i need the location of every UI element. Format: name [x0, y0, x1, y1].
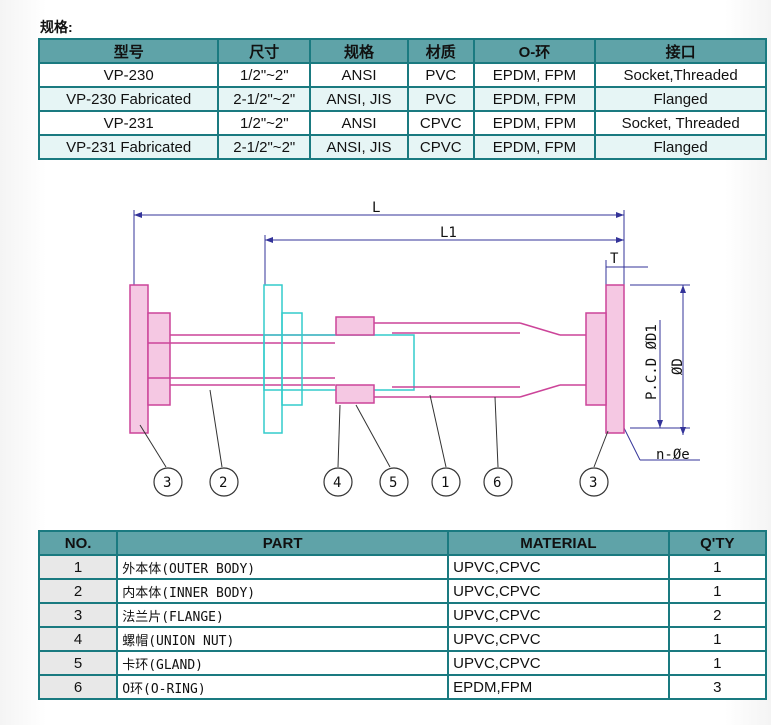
- spec-cell: Socket, Threaded: [594, 110, 767, 136]
- spec-cell: EPDM, FPM: [472, 86, 597, 112]
- callout-5: 5: [389, 475, 397, 491]
- right-flange: [585, 284, 625, 434]
- outer-body: [374, 322, 606, 398]
- part-material: EPDM,FPM: [447, 674, 670, 700]
- spec-cell: Socket,Threaded: [594, 62, 767, 88]
- spec-cell: EPDM, FPM: [472, 62, 597, 88]
- part-no: 1: [37, 554, 119, 580]
- spec-header: 型号: [37, 38, 220, 64]
- union-nut: [335, 316, 375, 404]
- spec-cell: ANSI: [309, 110, 409, 136]
- callout-1: 1: [441, 475, 449, 491]
- spec-row: VP-230 Fabricated 2-1/2"~2" ANSI, JIS PV…: [37, 86, 767, 112]
- dim-label-l1: L1: [440, 225, 457, 241]
- spec-cell: ANSI, JIS: [309, 86, 409, 112]
- dim-label-l: L: [372, 200, 380, 216]
- parts-header: NO.: [37, 530, 119, 556]
- spec-cell: Flanged: [594, 86, 767, 112]
- part-no: 6: [37, 674, 119, 700]
- parts-header: MATERIAL: [447, 530, 670, 556]
- parts-row: 2 内本体(INNER BODY) UPVC,CPVC 1: [37, 578, 768, 604]
- part-qty: 1: [667, 650, 768, 676]
- callout-leaders: [139, 389, 609, 468]
- inner-flange: [263, 284, 415, 434]
- spec-cell: Flanged: [594, 134, 767, 160]
- parts-header-row: NO. PART MATERIAL Q'TY: [37, 530, 768, 556]
- part-no: 3: [37, 602, 119, 628]
- part-no: 4: [37, 626, 119, 652]
- part-name: 内本体(INNER BODY): [116, 578, 450, 604]
- parts-row: 1 外本体(OUTER BODY) UPVC,CPVC 1: [37, 554, 768, 580]
- part-name: 卡环(GLAND): [116, 650, 450, 676]
- spec-row: VP-231 1/2"~2" ANSI CPVC EPDM, FPM Socke…: [37, 110, 767, 136]
- dimension-arrows: [134, 212, 686, 435]
- spec-title: 规格:: [40, 19, 73, 35]
- callout-numbers: 3 2 4 5 1 6 3: [163, 475, 597, 491]
- parts-header: Q'TY: [667, 530, 768, 556]
- callout-6: 6: [493, 475, 501, 491]
- part-material: UPVC,CPVC: [447, 602, 670, 628]
- spec-cell: 2-1/2"~2": [217, 134, 312, 160]
- spec-cell: EPDM, FPM: [472, 110, 597, 136]
- parts-header: PART: [116, 530, 450, 556]
- spec-cell: VP-230 Fabricated: [37, 86, 220, 112]
- spec-header: 接口: [594, 38, 767, 64]
- spec-cell: PVC: [406, 62, 475, 88]
- callout-3-left: 3: [163, 475, 171, 491]
- parts-row: 6 O环(O-RING) EPDM,FPM 3: [37, 674, 768, 700]
- part-qty: 2: [667, 602, 768, 628]
- callout-3-right: 3: [589, 475, 597, 491]
- dim-label-holes: n-Øe: [656, 447, 690, 463]
- spec-cell: ANSI: [309, 62, 409, 88]
- spec-header-row: 型号 尺寸 规格 材质 O-环 接口: [37, 38, 767, 64]
- callout-circles: [153, 467, 609, 497]
- spec-cell: PVC: [406, 86, 475, 112]
- spec-cell: CPVC: [406, 134, 475, 160]
- left-flange: [129, 284, 171, 434]
- part-qty: 1: [667, 578, 768, 604]
- part-material: UPVC,CPVC: [447, 626, 670, 652]
- dim-label-pcd: P.C.D ØD1: [644, 324, 660, 400]
- spec-header: 尺寸: [217, 38, 312, 64]
- parts-row: 3 法兰片(FLANGE) UPVC,CPVC 2: [37, 602, 768, 628]
- spec-cell: CPVC: [406, 110, 475, 136]
- spec-row: VP-231 Fabricated 2-1/2"~2" ANSI, JIS CP…: [37, 134, 767, 160]
- parts-row: 5 卡环(GLAND) UPVC,CPVC 1: [37, 650, 768, 676]
- part-material: UPVC,CPVC: [447, 650, 670, 676]
- parts-row: 4 螺帽(UNION NUT) UPVC,CPVC 1: [37, 626, 768, 652]
- part-material: UPVC,CPVC: [447, 554, 670, 580]
- part-material: UPVC,CPVC: [447, 578, 670, 604]
- spec-cell: 1/2"~2": [217, 110, 312, 136]
- parts-table: NO. PART MATERIAL Q'TY 1 外本体(OUTER BODY)…: [37, 530, 768, 700]
- callout-4: 4: [333, 475, 341, 491]
- spec-cell: ANSI, JIS: [309, 134, 409, 160]
- spec-cell: VP-230: [37, 62, 220, 88]
- spec-cell: 1/2"~2": [217, 62, 312, 88]
- spec-cell: VP-231 Fabricated: [37, 134, 220, 160]
- dimension-lines: [133, 210, 700, 461]
- inner-body: [148, 334, 335, 386]
- spec-header: O-环: [472, 38, 597, 64]
- spec-table: 型号 尺寸 规格 材质 O-环 接口 VP-230 1/2"~2" ANSI P…: [37, 38, 767, 160]
- part-no: 5: [37, 650, 119, 676]
- dim-label-t: T: [610, 251, 619, 267]
- part-qty: 1: [667, 554, 768, 580]
- dim-label-d: ØD: [670, 358, 686, 375]
- part-name: 法兰片(FLANGE): [116, 602, 450, 628]
- spec-cell: VP-231: [37, 110, 220, 136]
- part-no: 2: [37, 578, 119, 604]
- valve-diagram: L L1 T P.C.D ØD1 ØD n-Øe: [129, 200, 700, 497]
- callout-2: 2: [219, 475, 227, 491]
- spec-header: 材质: [406, 38, 475, 64]
- part-qty: 3: [667, 674, 768, 700]
- part-name: 螺帽(UNION NUT): [116, 626, 450, 652]
- part-qty: 1: [667, 626, 768, 652]
- spec-cell: 2-1/2"~2": [217, 86, 312, 112]
- part-name: O环(O-RING): [116, 674, 450, 700]
- spec-cell: EPDM, FPM: [472, 134, 597, 160]
- part-name: 外本体(OUTER BODY): [116, 554, 450, 580]
- spec-header: 规格: [309, 38, 409, 64]
- spec-row: VP-230 1/2"~2" ANSI PVC EPDM, FPM Socket…: [37, 62, 767, 88]
